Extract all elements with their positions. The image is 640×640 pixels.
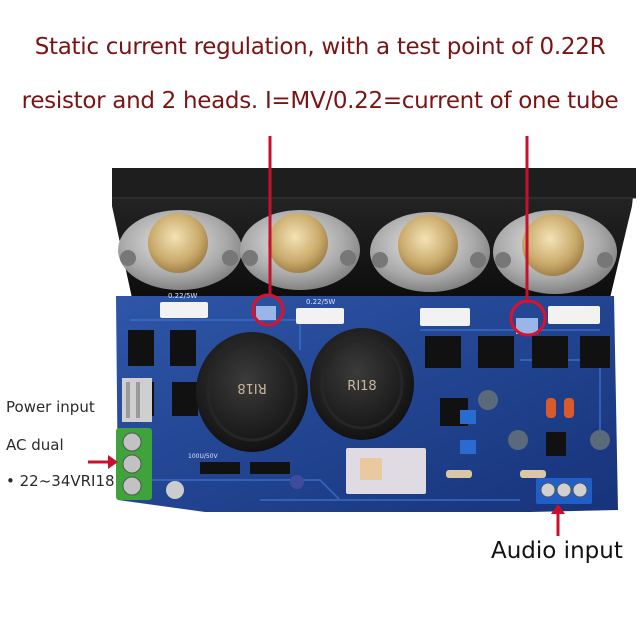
voltage-range-label: • 22~34VRI18 (6, 472, 115, 490)
small-heatsink (122, 378, 152, 422)
annotation-line-2: resistor and 2 heads. I=MV/0.22=current … (21, 88, 619, 114)
annotation-line-1: Static current regulation, with a test p… (34, 34, 606, 60)
test-point-circle-left (251, 293, 285, 327)
filter-capacitor-left: RI18 (196, 332, 308, 452)
power-transistor-1 (118, 210, 242, 290)
power-input-label: Power input (6, 398, 95, 416)
audio-terminal-block (536, 478, 592, 504)
filter-capacitor-right: RI18 (310, 328, 414, 440)
emitter-resistors: 0.22/5W 0.22/5W (160, 292, 600, 326)
test-point-indicators (251, 136, 547, 337)
test-point-circle-right (509, 299, 547, 337)
cap-right-label: RI18 (347, 379, 376, 394)
resistor-left-text: 0.22/5W (168, 292, 197, 300)
audio-input-arrow (551, 504, 565, 536)
cap-left-label: RI18 (237, 380, 266, 395)
power-transistor-3 (370, 212, 490, 292)
power-transistor-2 (240, 210, 360, 290)
power-input-arrow (88, 455, 118, 469)
driver-transistors (128, 330, 610, 416)
audio-input-label: Audio input (491, 538, 623, 564)
ac-dual-label: AC dual (6, 436, 64, 454)
power-terminal-block (116, 428, 152, 500)
small-components: 100U/50V (166, 306, 610, 499)
relay (346, 448, 426, 494)
power-transistor-4 (493, 210, 617, 294)
resistor-mid-text: 0.22/5W (306, 298, 335, 306)
cap-rating-text: 100U/50V (188, 453, 219, 460)
